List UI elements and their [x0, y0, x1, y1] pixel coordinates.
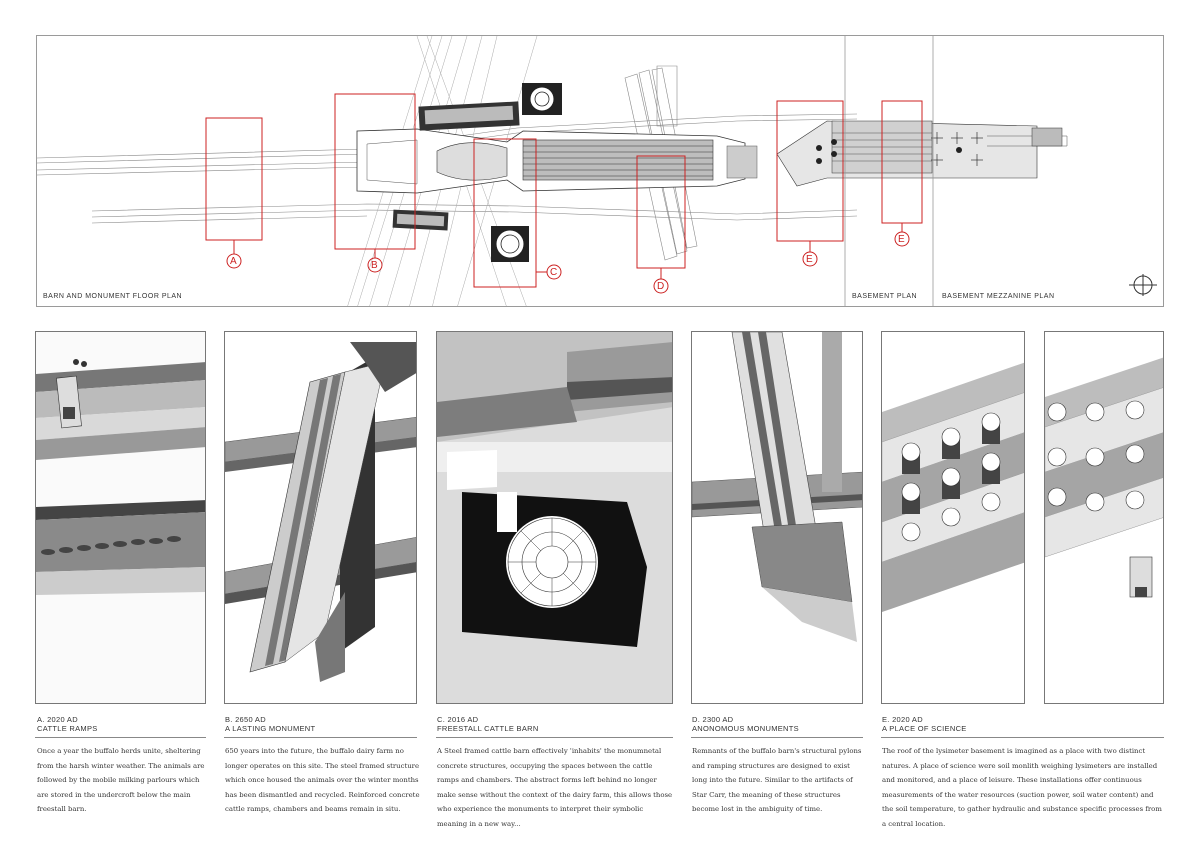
caption-d-title: ANONOMOUS MONUMENTS: [692, 724, 799, 733]
marker-d: D: [657, 281, 665, 292]
panel-place-of-science-right: [1044, 331, 1164, 704]
basement-plan-label: BASEMENT PLAN: [852, 293, 918, 300]
caption-e-title: A PLACE OF SCIENCE: [882, 724, 967, 733]
caption-b: B. 2650 AD A LASTING MONUMENT: [225, 715, 315, 733]
marker-e: E: [806, 254, 813, 265]
panel-cattle-ramps: [35, 331, 206, 704]
caption-c-rule: [436, 737, 673, 738]
marker-frames: [205, 93, 923, 294]
lasting-monument-drawing: [225, 332, 416, 703]
panel-freestall-barn: [436, 331, 673, 704]
caption-e: E. 2020 AD A PLACE OF SCIENCE: [882, 715, 967, 733]
panel-place-of-science-left: [881, 331, 1025, 704]
caption-a-title: CATTLE RAMPS: [37, 724, 98, 733]
anonomous-monuments-drawing: [692, 332, 862, 703]
description-b: 650 years into the future, the buffalo d…: [225, 747, 420, 814]
marker-a: A: [230, 256, 237, 267]
caption-c: C. 2016 AD FREESTALL CATTLE BARN: [437, 715, 539, 733]
freestall-barn-drawing: [437, 332, 672, 703]
caption-e-rule: [881, 737, 1164, 738]
caption-d-period: D. 2300 AD: [692, 715, 734, 724]
marker-c: C: [550, 267, 558, 278]
marker-e-basement: E: [898, 234, 905, 245]
lysimeters-drawing-right: [1045, 332, 1163, 703]
caption-b-title: A LASTING MONUMENT: [225, 724, 316, 733]
caption-d-rule: [691, 737, 863, 738]
caption-a-rule: [35, 737, 206, 738]
caption-d: D. 2300 AD ANONOMOUS MONUMENTS: [692, 715, 799, 733]
caption-b-period: B. 2650 AD: [225, 715, 266, 724]
panel-lasting-monument: [224, 331, 417, 704]
floor-plan: A B C D E E BARN AND MONUMENT FLOOR PLAN…: [36, 35, 1164, 307]
marker-b: B: [371, 260, 378, 271]
description-d: Remnants of the buffalo barn's structura…: [692, 747, 862, 814]
mezzanine-plan-label: BASEMENT MEZZANINE PLAN: [942, 293, 1055, 300]
description-a: Once a year the buffalo herds unite, she…: [37, 747, 205, 814]
outbuildings: [392, 83, 562, 262]
caption-e-period: E. 2020 AD: [882, 715, 923, 724]
floor-plan-drawing: [37, 36, 1157, 306]
description-c: A Steel framed cattle barn effectively '…: [437, 747, 673, 828]
panel-anonomous-monuments: [691, 331, 863, 704]
caption-c-period: C. 2016 AD: [437, 715, 479, 724]
caption-a: A. 2020 AD CATTLE RAMPS: [37, 715, 98, 733]
barn-body: [356, 128, 758, 194]
north-arrow-icon: [1129, 274, 1157, 296]
caption-c-title: FREESTALL CATTLE BARN: [437, 724, 539, 733]
caption-a-period: A. 2020 AD: [37, 715, 78, 724]
barn-plan-label: BARN AND MONUMENT FLOOR PLAN: [43, 293, 183, 300]
cattle-ramps-drawing: [36, 332, 205, 703]
caption-b-rule: [224, 737, 417, 738]
pylons: [624, 65, 698, 261]
description-e: The roof of the lysimeter basement is im…: [882, 747, 1162, 828]
lysimeters-drawing-left: [882, 332, 1024, 703]
